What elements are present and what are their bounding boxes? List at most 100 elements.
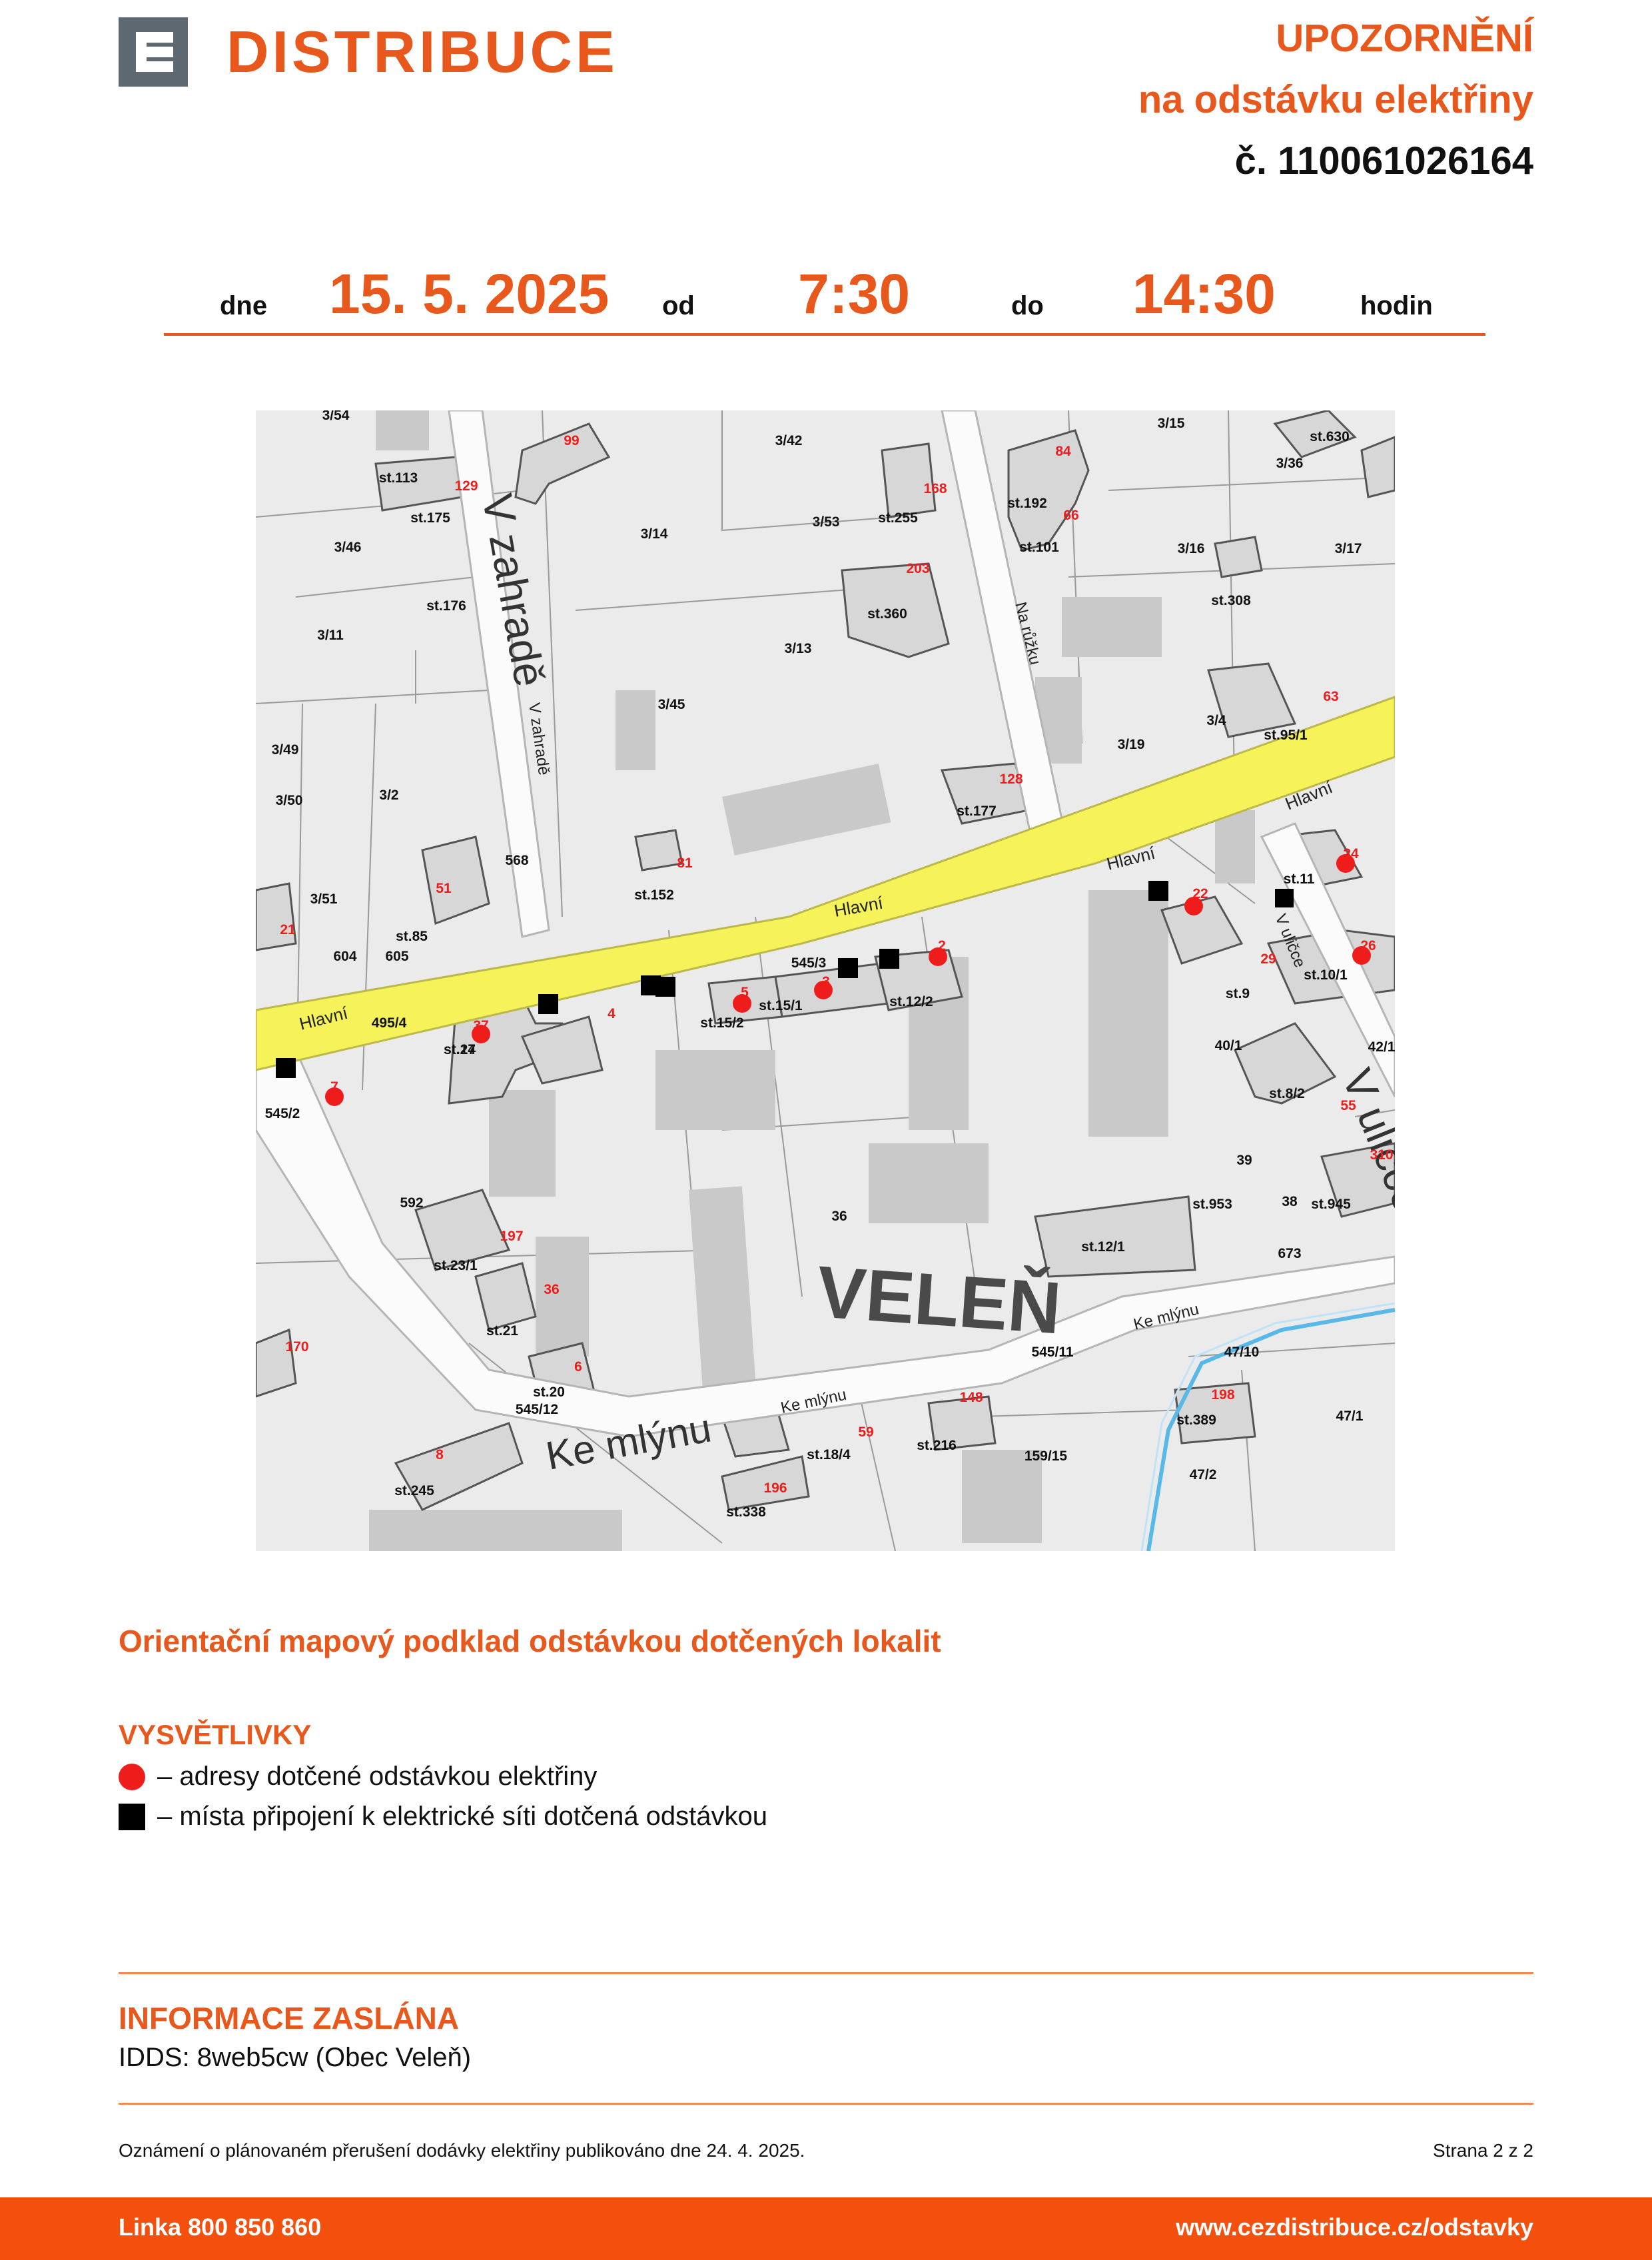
to-time: 14:30 bbox=[1132, 263, 1276, 325]
parcel-label: st.338 bbox=[726, 1504, 766, 1520]
legend-connection-label: – místa připojení k elektrické síti dotč… bbox=[157, 1802, 768, 1831]
address-number: 3 bbox=[822, 974, 830, 989]
legend-address-label: – adresy dotčené odstávkou elektřiny bbox=[157, 1762, 598, 1791]
address-number: 198 bbox=[1211, 1387, 1234, 1403]
parcel-label: 592 bbox=[400, 1195, 423, 1211]
parcel-label: st.15/2 bbox=[700, 1015, 743, 1031]
from-time: 7:30 bbox=[798, 263, 911, 325]
parcel-label: st.17 bbox=[444, 1042, 476, 1057]
website-link[interactable]: www.cezdistribuce.cz/odstavky bbox=[1176, 2213, 1533, 2241]
address-number: 21 bbox=[280, 922, 296, 937]
notice-heading: UPOZORNĚNÍ na odstávku elektřiny č. 1100… bbox=[1138, 8, 1533, 192]
connection-point bbox=[1148, 881, 1168, 901]
parcel-label: 3/36 bbox=[1276, 456, 1304, 471]
parcel-label: st.945 bbox=[1311, 1197, 1351, 1212]
parcel-label: 38 bbox=[1282, 1194, 1298, 1209]
address-number: 37 bbox=[473, 1018, 488, 1033]
parcel-label: st.176 bbox=[426, 598, 466, 614]
address-number: 6 bbox=[574, 1359, 582, 1375]
address-number: 59 bbox=[858, 1424, 873, 1440]
info-title: INFORMACE ZASLÁNA bbox=[119, 2001, 460, 2035]
parcel-label: st.95/1 bbox=[1264, 728, 1308, 743]
outage-date: 15. 5. 2025 bbox=[329, 263, 610, 325]
parcel-label: 545/12 bbox=[516, 1402, 558, 1417]
parcel-label: 3/42 bbox=[775, 433, 803, 448]
parcel-label: 605 bbox=[385, 949, 408, 964]
address-number: 81 bbox=[677, 855, 693, 871]
connection-points bbox=[276, 881, 1294, 1078]
connection-point bbox=[838, 958, 858, 978]
from-label: od bbox=[662, 291, 695, 320]
parcel-label: 3/11 bbox=[317, 628, 344, 643]
notice-title: UPOZORNĚNÍ bbox=[1276, 17, 1533, 60]
parcel-label: st.630 bbox=[1310, 429, 1350, 444]
address-number: 197 bbox=[500, 1229, 523, 1244]
footer-bar: Linka 800 850 860 www.cezdistribuce.cz/o… bbox=[0, 2197, 1652, 2260]
hotline: Linka 800 850 860 bbox=[119, 2213, 322, 2241]
parcel-label: 47/2 bbox=[1190, 1467, 1217, 1482]
parcel-label: 545/11 bbox=[1031, 1345, 1073, 1360]
parcel-label: 39 bbox=[1236, 1153, 1252, 1168]
road-v-zahrade bbox=[448, 410, 550, 938]
legend-title: VYSVĚTLIVKY bbox=[119, 1719, 312, 1750]
address-number: 7 bbox=[330, 1079, 338, 1095]
legend-item-connection: – místa připojení k elektrické síti dotč… bbox=[119, 1802, 767, 1832]
side-roads bbox=[256, 410, 1395, 1438]
address-number: 66 bbox=[1063, 508, 1078, 523]
parcel-label: 568 bbox=[505, 853, 528, 868]
parcel-label: st.360 bbox=[867, 606, 907, 622]
parcel-label: 3/13 bbox=[785, 641, 812, 656]
parcel-label: st.20 bbox=[533, 1385, 565, 1400]
notice-number: č. 110061026164 bbox=[1234, 139, 1533, 183]
address-dot bbox=[1352, 946, 1371, 965]
to-label: do bbox=[1011, 291, 1044, 320]
parcel-label: st.216 bbox=[917, 1438, 957, 1453]
address-number: 129 bbox=[454, 478, 478, 494]
address-number: 196 bbox=[763, 1480, 787, 1496]
parcel-label: st.308 bbox=[1211, 593, 1251, 608]
connection-point bbox=[276, 1058, 296, 1078]
parcel-label: st.175 bbox=[410, 510, 450, 526]
address-number: 24 bbox=[1343, 846, 1359, 861]
parcel-label: 42/1 bbox=[1368, 1039, 1395, 1055]
parcel-label: 3/16 bbox=[1178, 541, 1205, 556]
parcel-label: st.11 bbox=[1284, 871, 1315, 887]
parcel-label: 545/3 bbox=[791, 955, 827, 971]
parcel-label: 3/51 bbox=[310, 891, 338, 907]
parcel-label: 3/54 bbox=[322, 410, 350, 423]
parcel-label: st.245 bbox=[394, 1483, 434, 1498]
parcel-label: st.24 bbox=[444, 1042, 476, 1057]
outage-map: V zahradě V zahradě Na růžku Hlavní Hlav… bbox=[256, 410, 1395, 1551]
address-dot bbox=[1336, 854, 1355, 873]
address-number: 36 bbox=[544, 1282, 559, 1297]
address-dot bbox=[325, 1087, 344, 1106]
connection-point bbox=[1275, 889, 1294, 907]
parcel-label: st.152 bbox=[634, 887, 674, 903]
map-title: Orientační mapový podklad odstávkou dotč… bbox=[119, 1624, 941, 1658]
day-label: dne bbox=[220, 291, 268, 320]
parcel-label: st.18/4 bbox=[807, 1447, 851, 1462]
address-number: 22 bbox=[1192, 886, 1208, 901]
cez-logo: DISTRIBUCE bbox=[119, 17, 618, 87]
parcel-label: 3/19 bbox=[1118, 737, 1145, 752]
parcel-label: st.113 bbox=[379, 470, 418, 486]
parcel-label: st.177 bbox=[957, 804, 997, 819]
parcel-label: st.85 bbox=[396, 929, 428, 944]
parcel-label: 604 bbox=[333, 949, 356, 964]
address-number: 99 bbox=[564, 433, 579, 448]
map-svg: V zahradě V zahradě Na růžku Hlavní Hlav… bbox=[256, 410, 1395, 1551]
red-circle-icon bbox=[119, 1763, 145, 1790]
stream bbox=[1146, 1308, 1395, 1551]
road-ke-mlynu bbox=[256, 1042, 1395, 1438]
address-number: 168 bbox=[923, 481, 947, 496]
divider bbox=[119, 2103, 1533, 2105]
address-number: 148 bbox=[959, 1390, 983, 1405]
parcel-label: 495/4 bbox=[372, 1015, 407, 1031]
parcel-label: st.255 bbox=[878, 510, 918, 526]
stream-bank bbox=[1140, 1302, 1395, 1551]
buildings bbox=[369, 410, 1255, 1551]
address-number: 4 bbox=[608, 1006, 616, 1021]
address-dot bbox=[472, 1025, 490, 1043]
